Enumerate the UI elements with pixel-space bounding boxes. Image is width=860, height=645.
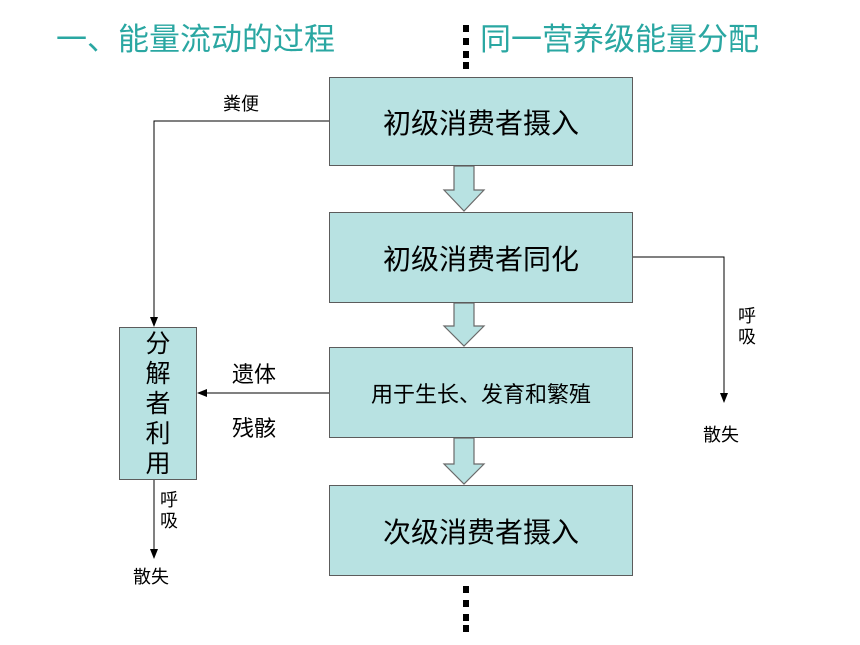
decomposer-char: 分 <box>145 328 171 358</box>
decomposer-char: 者 <box>145 388 171 418</box>
dissipation-label-right: 散失 <box>703 425 739 446</box>
remains-label-1: 遗体 <box>232 363 277 388</box>
block-arrow-3 <box>442 437 486 485</box>
block-arrow-1 <box>442 165 486 212</box>
feces-label: 粪便 <box>223 94 259 115</box>
subtitle: 同一营养级能量分配 <box>480 22 759 58</box>
respiration-arrow-right <box>633 256 728 403</box>
decomposer-char: 利 <box>145 418 171 448</box>
dissipation-label-bottom: 散失 <box>133 567 169 588</box>
primary-consumer-intake-box: 初级消费者摄入 <box>329 77 633 166</box>
section-title: 一、能量流动的过程 <box>56 22 335 58</box>
continuation-dots <box>463 586 469 632</box>
decomposer-char: 用 <box>145 448 171 478</box>
respiration-label-right: 呼 吸 <box>738 306 756 348</box>
growth-development-reproduction-box: 用于生长、发育和繁殖 <box>329 347 633 438</box>
decomposer-box: 分 解 者 利 用 <box>119 327 197 480</box>
respiration-label-bottom: 呼 吸 <box>160 490 178 532</box>
block-arrow-2 <box>442 302 486 347</box>
title-separator-dots <box>463 25 469 69</box>
primary-consumer-assimilation-box: 初级消费者同化 <box>329 212 633 303</box>
secondary-consumer-intake-box: 次级消费者摄入 <box>329 485 633 576</box>
decomposer-char: 解 <box>145 358 171 388</box>
feces-arrow <box>150 120 329 327</box>
remains-label-2: 残骸 <box>232 417 277 442</box>
